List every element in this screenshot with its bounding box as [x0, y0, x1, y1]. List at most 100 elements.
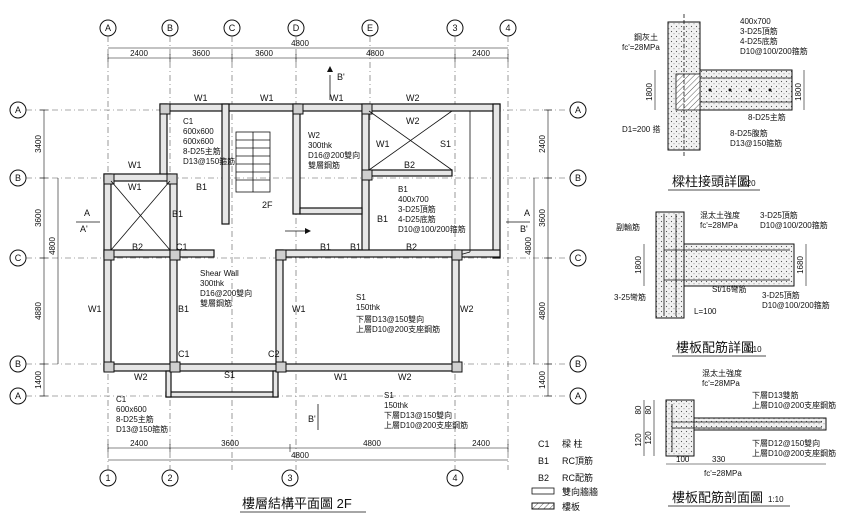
svg-text:St/16彎筋: St/16彎筋 — [712, 284, 747, 294]
svg-text:600x600: 600x600 — [183, 137, 214, 146]
grid-bubble: 3 — [446, 19, 464, 37]
svg-text:150thk: 150thk — [384, 401, 409, 410]
svg-text:B: B — [167, 23, 173, 33]
svg-text:600x600: 600x600 — [183, 127, 214, 136]
svg-text:雙層鋼筋: 雙層鋼筋 — [308, 160, 340, 170]
svg-text:下層D12@150雙向: 下層D12@150雙向 — [752, 438, 820, 448]
grid-bubble: A — [9, 101, 27, 119]
svg-text:D10@100/200箍筋: D10@100/200箍筋 — [762, 300, 830, 310]
grid-bubble: E — [361, 19, 379, 37]
svg-text:W1: W1 — [292, 304, 306, 314]
svg-text:2400: 2400 — [130, 49, 148, 58]
svg-text:D10@100/200箍筋: D10@100/200箍筋 — [740, 46, 808, 56]
svg-text:120: 120 — [634, 433, 643, 447]
svg-text:W1: W1 — [128, 182, 142, 192]
svg-text:W1: W1 — [88, 304, 102, 314]
grid-bubble: C — [569, 249, 587, 267]
grid-bubble: C — [223, 19, 241, 37]
grid-bubble: A — [99, 19, 117, 37]
svg-text:下層D13雙筋: 下層D13雙筋 — [752, 390, 799, 400]
svg-text:3600: 3600 — [221, 439, 239, 448]
note-s1: S1 150thk 下層D13@150雙向 上層D10@200支座鋼筋 — [356, 293, 440, 334]
svg-text:2400: 2400 — [130, 439, 148, 448]
svg-text:D13@150箍筋: D13@150箍筋 — [116, 424, 168, 434]
svg-text:4880: 4880 — [34, 302, 43, 320]
svg-text:W2: W2 — [308, 131, 321, 140]
svg-text:D13@150箍筋: D13@150箍筋 — [183, 156, 235, 166]
svg-text:80: 80 — [634, 405, 643, 414]
grid-bubble: A — [569, 387, 587, 405]
svg-text:80: 80 — [644, 405, 653, 414]
grid-bubble: D — [287, 19, 305, 37]
svg-text:3600: 3600 — [34, 209, 43, 227]
top-dimensions: 4800 2400 3600 3600 4800 2400 — [107, 39, 509, 62]
svg-text:C: C — [575, 253, 582, 263]
svg-text:4800: 4800 — [363, 439, 381, 448]
svg-text:W1: W1 — [376, 139, 390, 149]
svg-text:S1: S1 — [440, 139, 451, 149]
svg-text:C1: C1 — [178, 349, 190, 359]
left-dimensions: 3400 3600 4880 1400 4800 — [34, 109, 59, 397]
svg-text:3600: 3600 — [538, 209, 547, 227]
note-s1-bottom: S1 150thk 下層D13@150雙向 上層D10@200支座鋼筋 — [384, 391, 468, 430]
svg-text:4800: 4800 — [366, 49, 384, 58]
detail-slab-section: 80 120 80 120 330 100 混太土強度 fc'=28MPa 下層… — [634, 368, 836, 478]
svg-text:4800: 4800 — [48, 237, 57, 255]
svg-text:150thk: 150thk — [356, 303, 381, 312]
svg-text:S1: S1 — [356, 293, 366, 302]
svg-text:3: 3 — [287, 473, 292, 483]
svg-text:1800: 1800 — [634, 256, 643, 274]
svg-text:1400: 1400 — [538, 371, 547, 389]
bottom-grid-bubbles: 1 2 3 4 — [99, 469, 464, 487]
svg-text:2400: 2400 — [538, 135, 547, 153]
grid-bubble: 4 — [446, 469, 464, 487]
svg-text:B1: B1 — [350, 242, 361, 252]
grid-bubble: A — [9, 387, 27, 405]
top-grid-bubbles: A B C D E 3 4 — [99, 19, 517, 37]
svg-text:4-D25底筋: 4-D25底筋 — [398, 214, 436, 224]
svg-text:B1: B1 — [320, 242, 331, 252]
svg-text:2400: 2400 — [472, 49, 490, 58]
svg-text:W1: W1 — [128, 160, 142, 170]
svg-text:C2: C2 — [268, 349, 280, 359]
svg-text:W1: W1 — [194, 93, 208, 103]
svg-text:4800: 4800 — [538, 302, 547, 320]
svg-text:A: A — [575, 391, 581, 401]
svg-text:D10@100/200箍筋: D10@100/200箍筋 — [760, 220, 828, 230]
svg-text:8-D25主筋: 8-D25主筋 — [748, 112, 786, 122]
svg-text:A: A — [575, 105, 581, 115]
svg-text:2F: 2F — [262, 200, 273, 210]
grid-bubble: B — [569, 169, 587, 187]
svg-text:fc'=28MPa: fc'=28MPa — [704, 469, 742, 478]
svg-text:300thk: 300thk — [308, 141, 333, 150]
svg-text:D16@200雙向: D16@200雙向 — [200, 288, 252, 298]
svg-text:W2: W2 — [406, 116, 420, 126]
grid-bubble: B — [161, 19, 179, 37]
grid-bubble: B — [569, 355, 587, 373]
svg-text:4800: 4800 — [291, 451, 309, 460]
svg-text:3-D25頂筋: 3-D25頂筋 — [760, 210, 798, 220]
svg-text:B: B — [575, 359, 581, 369]
detail2-title: 樓板配筋詳圖 — [676, 340, 754, 355]
svg-text:E: E — [367, 23, 373, 33]
svg-text:混太土強度: 混太土強度 — [700, 210, 740, 220]
right-dimensions: 2400 3600 4800 1400 4800 — [524, 109, 552, 397]
svg-text:上層D10@200支座鋼筋: 上層D10@200支座鋼筋 — [752, 448, 836, 458]
svg-text:3-D25頂筋: 3-D25頂筋 — [398, 204, 436, 214]
svg-text:1680: 1680 — [796, 256, 805, 274]
svg-text:L=100: L=100 — [694, 307, 717, 316]
detail3-scale: 1:10 — [768, 495, 784, 504]
svg-text:4: 4 — [505, 23, 510, 33]
grid-bubble: C — [9, 249, 27, 267]
svg-text:上層D10@200支座鋼筋: 上層D10@200支座鋼筋 — [752, 400, 836, 410]
svg-text:B2: B2 — [406, 242, 417, 252]
svg-text:400x700: 400x700 — [740, 17, 771, 26]
plan-title: 樓層結構平面圖 2F — [242, 496, 352, 511]
svg-text:3600: 3600 — [192, 49, 210, 58]
note-w2: W2 300thk D16@200雙向 雙層鋼筋 — [308, 131, 360, 170]
svg-text:300thk: 300thk — [200, 279, 225, 288]
svg-text:8-D25腹筋: 8-D25腹筋 — [730, 128, 768, 138]
svg-text:fc'=28MPa: fc'=28MPa — [700, 221, 738, 230]
